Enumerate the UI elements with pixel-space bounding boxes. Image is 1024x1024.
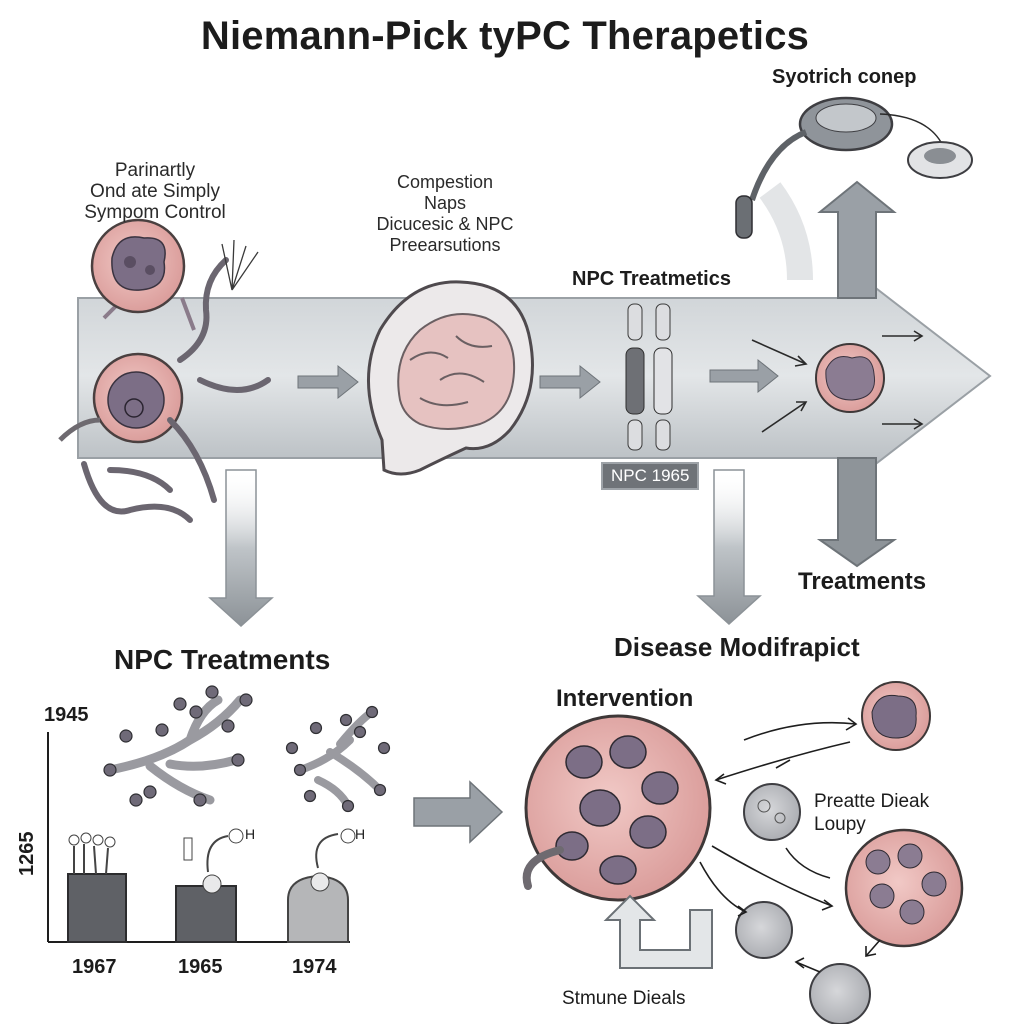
cell-grey-mid xyxy=(743,783,801,841)
timeline-y-label-bottom: 1265 xyxy=(16,831,38,877)
label-line: Naps xyxy=(423,193,467,213)
label-line: Compestion xyxy=(396,172,494,192)
label-compestion: Compestion Naps Dicucesic & NPC Preearsu… xyxy=(355,172,535,256)
npc-chromosomes xyxy=(625,303,673,451)
timeline-y-label-top: 1945 xyxy=(44,704,89,726)
diagram-title: Niemann-Pick tyPC Therapetics xyxy=(200,14,810,58)
timeline-x-label-3: 1974 xyxy=(292,956,337,978)
intervention-cell xyxy=(522,714,712,902)
arrow-to-intervention xyxy=(413,780,504,844)
label-line: Parinartly xyxy=(114,160,196,181)
return-bracket xyxy=(603,894,713,969)
label-line: Preatte Dieak xyxy=(814,791,930,812)
flow-arrow-1 xyxy=(297,364,359,400)
label-treatments: Treatments xyxy=(798,568,927,595)
brain-illustration xyxy=(367,280,534,476)
cell-grey-bottom xyxy=(735,901,871,1024)
flow-arrow-2 xyxy=(539,364,601,400)
cluster-arrows xyxy=(699,717,881,973)
label-preatte: Preatte Dieak Loupy xyxy=(814,790,929,836)
cell-mid-left xyxy=(58,352,184,444)
label-line: Sympom Control xyxy=(84,202,226,223)
label-device: Syotrich conep xyxy=(772,66,917,88)
label-line: Loupy xyxy=(814,814,866,835)
flow-arrow-3 xyxy=(709,358,779,394)
cell-band-right xyxy=(815,343,885,413)
timeline-x-label-2: 1965 xyxy=(178,956,223,978)
label-npc-treatments: NPC Treatments xyxy=(114,644,331,675)
cell-bottom-right xyxy=(844,828,964,948)
cell-top-right xyxy=(861,681,931,751)
timeline-bar-2 xyxy=(175,828,244,943)
label-intervention: Intervention xyxy=(556,685,694,712)
label-npc-treatmetics: NPC Treatmetics xyxy=(572,268,731,290)
label-line: Preearsutions xyxy=(389,235,501,255)
molecule-left xyxy=(103,685,253,807)
down-arrow-left xyxy=(208,469,274,628)
molecule-right xyxy=(285,705,391,813)
up-arrow xyxy=(817,180,897,299)
label-line: Ond ate Simply xyxy=(90,181,220,202)
h-mark: H xyxy=(355,826,366,842)
h-mark: H xyxy=(245,826,256,842)
timeline-x-label-1: 1967 xyxy=(72,956,117,978)
timeline-bar-1 xyxy=(67,832,127,943)
label-symptom-control: Parinartly Ond ate Simply Sympom Control xyxy=(70,160,240,223)
label-line: Dicucesic & NPC xyxy=(376,214,514,234)
label-disease-modifrapict: Disease Modifrapict xyxy=(614,632,860,662)
label-stmune: Stmune Dieals xyxy=(562,988,686,1009)
receptor-spikes xyxy=(221,239,259,291)
timeline-bar-3 xyxy=(287,828,356,943)
cell-top-left xyxy=(90,218,196,331)
pointer-arrows xyxy=(751,330,924,433)
down-arrow-center xyxy=(696,469,762,626)
badge-npc-1965: NPC 1965 xyxy=(601,462,700,490)
down-arrow-right xyxy=(816,457,898,568)
device-illustration xyxy=(735,96,973,281)
neuron-strands xyxy=(81,257,271,523)
